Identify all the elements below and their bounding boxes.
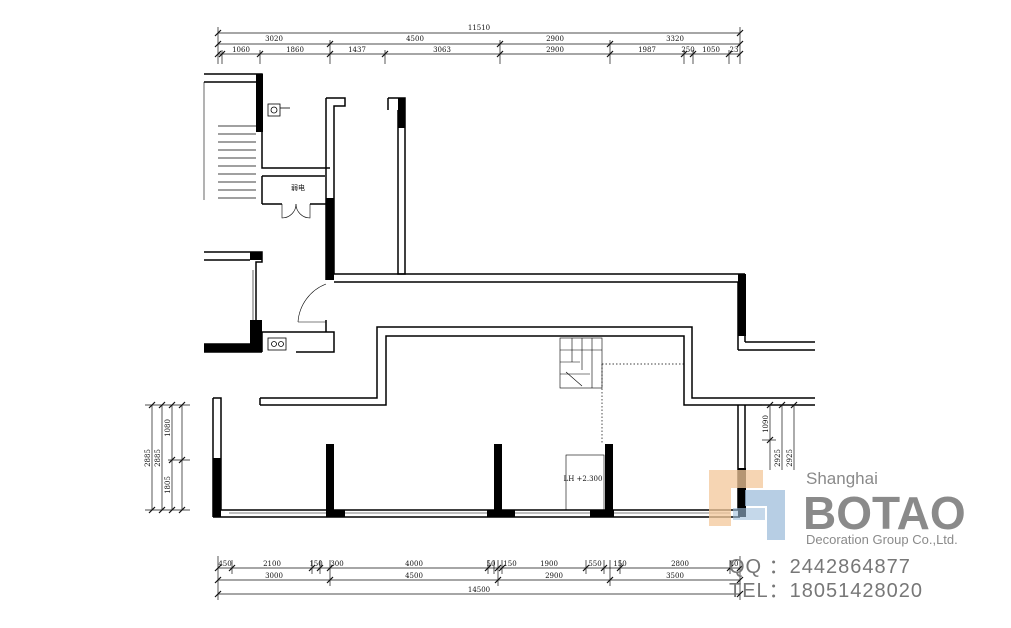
dim-top-r2-7: 1050 (702, 46, 720, 54)
right-dimension-chain (762, 401, 800, 470)
dim-top-r1-3: 3320 (666, 35, 684, 43)
stove-icon (267, 337, 287, 351)
top-dimension-labels: 11510 3020 4500 2900 3320 1060 1860 1437… (232, 24, 738, 54)
left-dimension-chain (145, 401, 190, 514)
dim-right-0: 1090 (762, 415, 770, 433)
dim-top-r2-4: 2900 (546, 46, 564, 54)
dim-bot-r1-7: 1900 (540, 560, 558, 568)
dim-bot-r1-2: 150 (309, 560, 322, 568)
botao-logo-icon (709, 470, 785, 540)
watermark-city: Shanghai (806, 469, 878, 488)
spiral-stair (559, 337, 603, 389)
watermark-subtitle: Decoration Group Co.,Ltd. (806, 532, 958, 547)
dim-left-0: 2885 (144, 449, 152, 467)
watermark-brand: BOTAO (803, 487, 966, 539)
dim-left-1: 2885 (154, 449, 162, 467)
top-dimension-chain (214, 27, 744, 64)
bottom-dimension-labels: 450 2100 150 300 4000 50 150 1900 550 15… (218, 560, 738, 594)
dim-bot-r1-5: 50 (487, 560, 496, 568)
stair-treads (203, 82, 256, 200)
dim-bot-r2-1: 4500 (405, 572, 423, 580)
dim-bot-r2-3: 3500 (666, 572, 684, 580)
stair-level-label: LH +2.300 (564, 475, 603, 483)
dim-bot-r1-6: 150 (503, 560, 516, 568)
dim-left-2: 1805 (164, 476, 172, 494)
dim-right-2: 2925 (786, 449, 794, 467)
watermark-qq: QQ ：2442864877 (729, 556, 911, 578)
dim-bot-r1-3: 300 (330, 560, 343, 568)
dim-bot-r1-4: 4000 (405, 560, 423, 568)
dim-bot-r2-2: 2900 (545, 572, 563, 580)
dim-top-r1-0: 3020 (265, 35, 283, 43)
dim-bot-r2-0: 3000 (265, 572, 283, 580)
dim-top-total: 11510 (468, 24, 490, 32)
dim-bot-r1-11: 80 (730, 560, 739, 568)
dim-right-1: 2925 (774, 449, 782, 467)
dim-bot-r1-9: 150 (613, 560, 626, 568)
dashed-outline (601, 363, 684, 444)
dim-bot-r1-8: 550 (588, 560, 601, 568)
utility-double-door (281, 203, 311, 219)
right-dimension-labels: 1090 2925 2925 (762, 415, 794, 467)
dim-top-r2-5: 1987 (638, 46, 656, 54)
dim-top-r2-6: 250 (681, 46, 694, 54)
dim-top-r2-3: 3063 (433, 46, 451, 54)
walls (204, 73, 815, 518)
dim-bot-r1-1: 2100 (263, 560, 281, 568)
dim-top-r2-0: 1060 (232, 46, 250, 54)
bottom-dimension-chain (214, 556, 744, 600)
utility-room-label: 弱电 (291, 183, 305, 192)
dim-bot-r1-0: 450 (218, 560, 231, 568)
dim-top-r2-1: 1860 (286, 46, 304, 54)
stair-level-box (565, 454, 605, 511)
left-dimension-labels: 2885 2885 1805 1080 (144, 419, 172, 494)
dim-top-r1-1: 4500 (406, 35, 424, 43)
corridor-swing-door (297, 283, 327, 323)
dim-bot-total: 14500 (468, 586, 490, 594)
wall-fills (204, 74, 746, 517)
dim-top-r2-8: 23 (730, 46, 739, 54)
watermark-tel: TEL：18051428020 (729, 580, 923, 602)
sink-icon (267, 103, 290, 117)
dim-bot-r1-10: 2800 (671, 560, 689, 568)
dim-top-r1-2: 2900 (546, 35, 564, 43)
dim-left-3: 1080 (164, 419, 172, 437)
dim-top-r2-2: 1437 (348, 46, 366, 54)
